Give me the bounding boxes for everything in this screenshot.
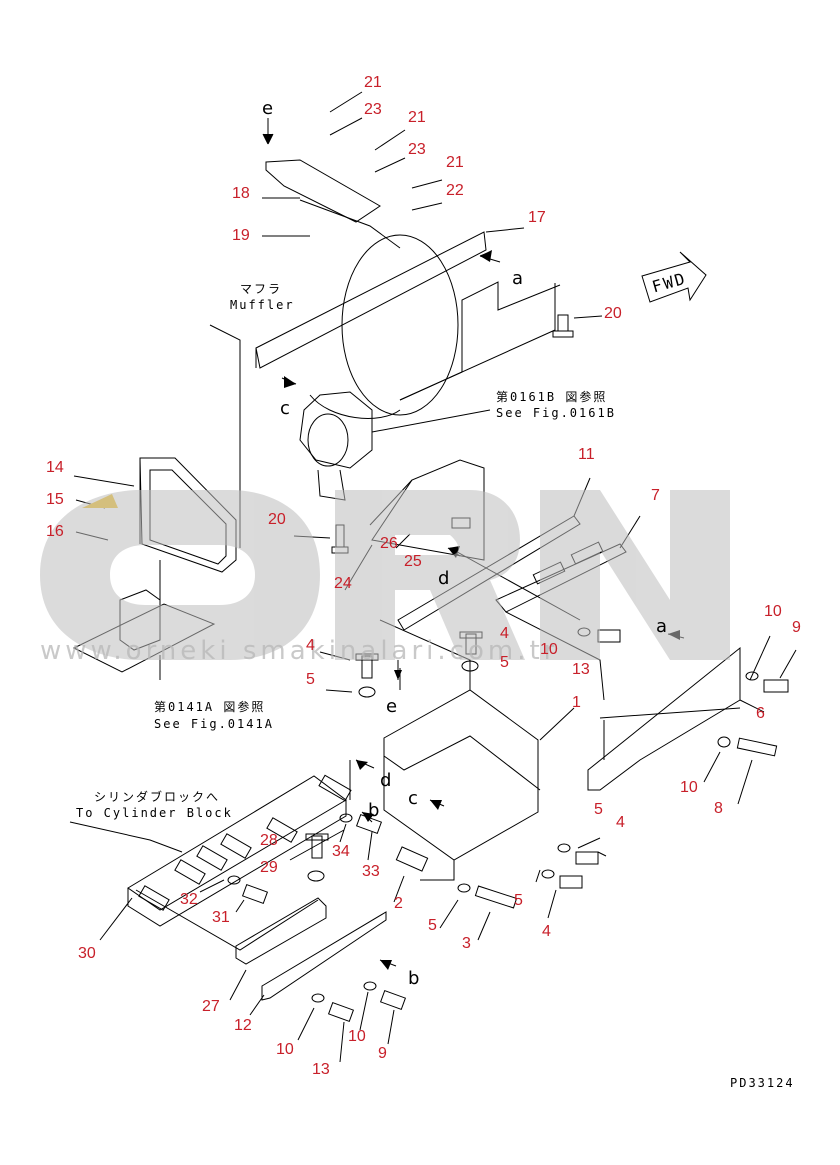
view-letter: b <box>408 968 420 989</box>
callout-label: 30 <box>78 945 96 962</box>
watermark-url: www.orneki smakinalari.com.tr <box>40 636 559 666</box>
callout-label: 23 <box>408 141 426 158</box>
callout-label: 31 <box>212 909 230 926</box>
callout-label: 5 <box>500 654 509 671</box>
callout-label: 10 <box>348 1028 366 1045</box>
note-cylinder-en: To Cylinder Block <box>76 806 233 820</box>
callout-label: 20 <box>604 305 622 322</box>
callout-label: 18 <box>232 185 250 202</box>
callout-label: 5 <box>514 892 523 909</box>
callout-label: 25 <box>404 553 422 570</box>
callout-label: 11 <box>578 446 595 463</box>
callout-label: 7 <box>651 487 660 504</box>
view-letter: d <box>438 568 450 589</box>
note-muffler-en: Muffler <box>230 298 295 312</box>
note-ref-0141a-jp: 第0141A 図参照 <box>154 700 266 714</box>
callout-label: 20 <box>268 511 286 528</box>
callout-label: 21 <box>408 109 426 126</box>
callout-label: 13 <box>572 661 590 678</box>
view-letter: b <box>368 800 380 821</box>
view-letter: a <box>656 616 668 637</box>
note-cylinder-jp: シリンダブロックへ <box>94 790 221 804</box>
callout-label: 10 <box>540 641 558 658</box>
callout-label: 27 <box>202 998 220 1015</box>
callout-label: 10 <box>680 779 698 796</box>
callout-label: 4 <box>542 923 551 940</box>
callout-label: 34 <box>332 843 350 860</box>
callout-label: 2 <box>394 895 403 912</box>
callout-label: 17 <box>528 209 546 226</box>
view-letter: c <box>280 398 290 419</box>
callout-label: 33 <box>362 863 380 880</box>
note-muffler-jp: マフラ <box>240 282 283 296</box>
callout-label: 1 <box>572 694 581 711</box>
callout-label: 3 <box>462 935 471 952</box>
callout-label: 12 <box>234 1017 252 1034</box>
callout-label: 13 <box>312 1061 330 1078</box>
note-ref-0161b-jp: 第0161B 図参照 <box>496 390 608 404</box>
callout-label: 24 <box>334 575 352 592</box>
callout-label: 23 <box>364 101 382 118</box>
callout-label: 16 <box>46 523 64 540</box>
callout-label: 29 <box>260 859 278 876</box>
callout-label: 14 <box>46 459 64 476</box>
callout-label: 28 <box>260 832 278 849</box>
callout-label: 4 <box>306 637 315 654</box>
callout-label: 21 <box>364 74 382 91</box>
callout-label: 26 <box>380 535 398 552</box>
note-ref-0161b-en: See Fig.0161B <box>496 406 616 420</box>
view-letter: c <box>408 788 418 809</box>
callout-label: 5 <box>428 917 437 934</box>
callout-label: 6 <box>756 705 765 722</box>
callout-label: 10 <box>764 603 782 620</box>
note-ref-0141a-en: See Fig.0141A <box>154 717 274 731</box>
view-letter: a <box>512 268 524 289</box>
callout-label: 19 <box>232 227 250 244</box>
view-letter: e <box>386 696 398 717</box>
callout-label: 22 <box>446 182 464 199</box>
callout-label: 5 <box>594 801 603 818</box>
callout-label: 9 <box>792 619 801 636</box>
drawing-number: PD33124 <box>730 1076 795 1090</box>
callout-label: 4 <box>500 625 509 642</box>
view-letter: e <box>262 98 274 119</box>
callout-label: 10 <box>276 1041 294 1058</box>
callout-label: 15 <box>46 491 64 508</box>
callout-label: 8 <box>714 800 723 817</box>
view-letter: d <box>380 770 392 791</box>
ornek-watermark <box>40 490 730 660</box>
callout-label: 9 <box>378 1045 387 1062</box>
callout-label: 5 <box>306 671 315 688</box>
callout-label: 21 <box>446 154 464 171</box>
callout-label: 32 <box>180 891 198 908</box>
callout-label: 4 <box>616 814 625 831</box>
